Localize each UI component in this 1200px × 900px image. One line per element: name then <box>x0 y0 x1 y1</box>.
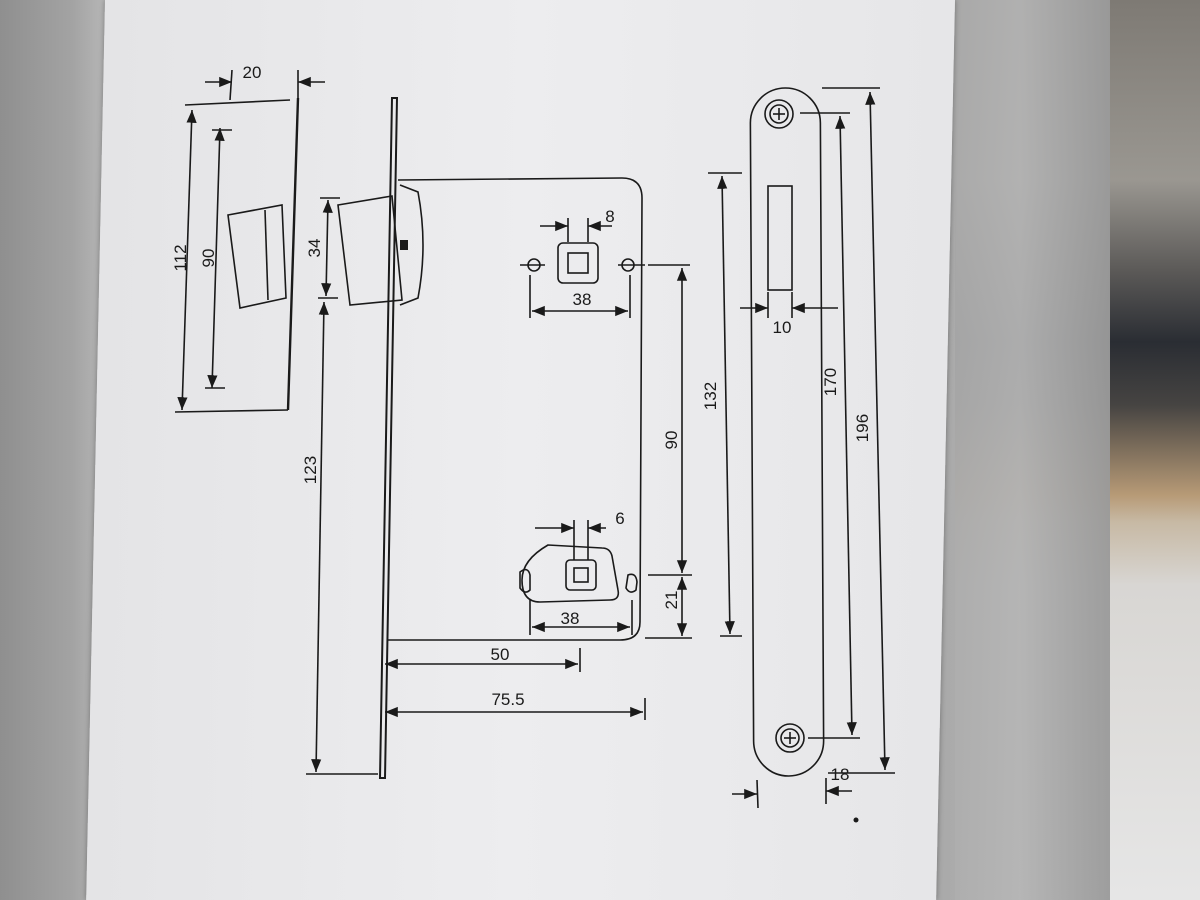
dim-offset-21: 21 <box>662 591 681 610</box>
dim-spindle-6: 6 <box>615 509 624 528</box>
dim-spacing-90: 90 <box>662 431 681 450</box>
dim-height-132: 132 <box>701 382 720 410</box>
dim-height-112: 112 <box>171 244 190 271</box>
dim-slot-10: 10 <box>773 318 792 337</box>
dim-height-90-latch: 90 <box>199 249 218 268</box>
dim-spacing-38-bottom: 38 <box>561 609 580 628</box>
latch-side-view <box>174 69 325 413</box>
dot-mark <box>853 817 859 823</box>
dim-spacing-38-top: 38 <box>573 290 592 309</box>
dim-faceplate-18: 18 <box>831 765 850 784</box>
faceplate-view <box>708 87 895 809</box>
dim-height-123: 123 <box>301 456 320 484</box>
dim-spindle-8: 8 <box>605 207 614 226</box>
dim-width-20: 20 <box>243 63 262 82</box>
dim-depth-75-5: 75.5 <box>491 690 524 709</box>
dim-height-170: 170 <box>821 368 840 396</box>
background-cloth <box>930 0 1110 900</box>
dim-height-34: 34 <box>305 239 324 258</box>
lock-body-front-view <box>306 97 692 779</box>
dim-backset-50: 50 <box>491 645 510 664</box>
dim-height-196: 196 <box>853 414 872 442</box>
